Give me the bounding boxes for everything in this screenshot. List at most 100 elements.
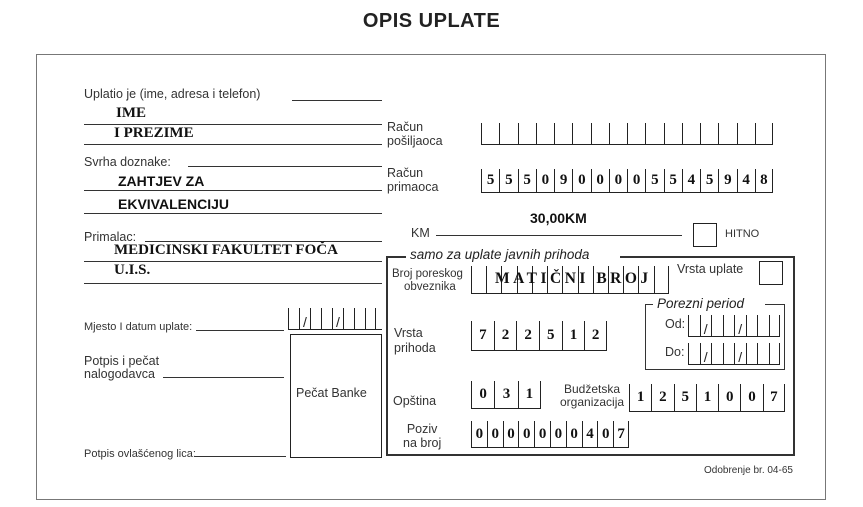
digit-cell[interactable]: 5: [645, 169, 663, 192]
digit-cell[interactable]: 5: [538, 321, 562, 350]
urgent-checkbox[interactable]: [693, 223, 717, 247]
empty-digit-cell[interactable]: [627, 123, 645, 144]
recipient-line1[interactable]: MEDICINSKI FAKULTET FOČA: [114, 242, 338, 258]
digit-cell[interactable]: 8: [754, 169, 773, 192]
empty-digit-cell[interactable]: [572, 123, 590, 144]
digit-cell[interactable]: 0: [502, 421, 519, 447]
empty-digit-cell[interactable]: [608, 123, 627, 144]
purpose-label-line: [188, 166, 382, 168]
empty-digit-cell[interactable]: [700, 123, 718, 144]
digit-cell[interactable]: 0: [534, 421, 550, 447]
empty-digit-cell[interactable]: [754, 123, 773, 144]
digit-cell[interactable]: 4: [581, 421, 598, 447]
empty-digit-cell[interactable]: [607, 266, 623, 293]
digit-cell[interactable]: 9: [718, 169, 736, 192]
sender-account-field[interactable]: [481, 123, 773, 145]
empty-digit-cell[interactable]: [517, 123, 536, 144]
digit-cell[interactable]: 5: [663, 169, 682, 192]
digit-cell[interactable]: 2: [651, 384, 673, 411]
digit-cell[interactable]: 0: [471, 421, 487, 447]
empty-digit-cell[interactable]: [577, 266, 593, 293]
payment-type-box[interactable]: [759, 261, 783, 285]
digit-cell[interactable]: 7: [762, 384, 785, 411]
payer-name-line2[interactable]: I PREZIME: [114, 125, 194, 141]
empty-digit-cell[interactable]: [471, 266, 486, 293]
empty-digit-cell[interactable]: [638, 266, 653, 293]
digit-cell[interactable]: 0: [572, 169, 590, 192]
empty-digit-cell[interactable]: [501, 266, 516, 293]
digit-cell[interactable]: 0: [740, 384, 762, 411]
digit-cell[interactable]: 7: [471, 321, 494, 350]
digit-cell[interactable]: 2: [516, 321, 539, 350]
empty-digit-cell[interactable]: [531, 266, 547, 293]
empty-digit-cell[interactable]: [653, 266, 669, 293]
digit-cell[interactable]: 0: [471, 381, 494, 408]
empty-digit-cell[interactable]: [554, 123, 572, 144]
payment-slip-frame: [36, 54, 826, 500]
digit-cell[interactable]: 5: [499, 169, 517, 192]
digit-cell[interactable]: 3: [494, 381, 517, 408]
payer-label: Uplatio je (ime, adresa i telefon): [84, 87, 261, 101]
tax-id-value: MATIČNI BROJ: [495, 270, 652, 287]
digit-cell[interactable]: 5: [673, 384, 696, 411]
authorized-signature-label: Potpis ovlašćenog lica:: [84, 448, 196, 460]
empty-digit-cell[interactable]: [663, 123, 682, 144]
empty-digit-cell[interactable]: [481, 123, 499, 144]
digit-cell[interactable]: 1: [695, 384, 718, 411]
digit-cell[interactable]: 0: [549, 421, 566, 447]
empty-digit-cell[interactable]: [486, 266, 501, 293]
empty-digit-cell[interactable]: [590, 123, 609, 144]
period-to-field[interactable]: / /: [688, 343, 780, 365]
digit-cell[interactable]: 2: [584, 321, 607, 350]
digit-cell[interactable]: 0: [718, 384, 740, 411]
digit-cell[interactable]: 0: [590, 169, 609, 192]
recipient-line2[interactable]: U.I.S.: [114, 262, 151, 278]
digit-cell[interactable]: 0: [627, 169, 645, 192]
digit-cell[interactable]: 4: [736, 169, 755, 192]
digit-cell[interactable]: 0: [608, 169, 627, 192]
digit-cell[interactable]: 1: [629, 384, 651, 411]
digit-cell[interactable]: 5: [517, 169, 536, 192]
purpose-line1[interactable]: ZAHTJEV ZA: [118, 173, 205, 189]
empty-digit-cell[interactable]: [681, 123, 700, 144]
empty-digit-cell[interactable]: [499, 123, 517, 144]
payment-date-field[interactable]: / /: [288, 308, 382, 330]
digit-cell[interactable]: 9: [554, 169, 572, 192]
digit-cell[interactable]: 5: [481, 169, 499, 192]
empty-digit-cell[interactable]: [736, 123, 755, 144]
place-date-label: Mjesto I datum uplate:: [84, 321, 193, 333]
digit-cell[interactable]: 2: [493, 321, 517, 350]
digit-cell[interactable]: 0: [535, 169, 554, 192]
empty-digit-cell[interactable]: [535, 123, 554, 144]
empty-digit-cell[interactable]: [547, 266, 562, 293]
period-from-field[interactable]: / /: [688, 315, 780, 337]
empty-digit-cell[interactable]: [592, 266, 608, 293]
empty-digit-cell[interactable]: [718, 123, 736, 144]
digit-cell[interactable]: 0: [486, 421, 503, 447]
digit-cell[interactable]: 0: [597, 421, 613, 447]
digit-cell[interactable]: 7: [613, 421, 629, 447]
digit-cell[interactable]: 5: [700, 169, 718, 192]
empty-digit-cell[interactable]: [645, 123, 663, 144]
digit-cell[interactable]: 0: [518, 421, 534, 447]
payment-type-label: Vrsta uplate: [677, 262, 744, 276]
payer-name-line1[interactable]: IME: [116, 105, 146, 121]
tax-period-top-left: [645, 304, 653, 306]
empty-digit-cell[interactable]: [623, 266, 638, 293]
empty-digit-cell[interactable]: [516, 266, 532, 293]
purpose-line2[interactable]: EKVIVALENCIJU: [118, 196, 229, 212]
period-from-label: Od:: [665, 317, 686, 331]
digit-cell[interactable]: 4: [681, 169, 700, 192]
section-top-right-line: [620, 256, 795, 258]
amount-value[interactable]: 30,00KM: [530, 210, 587, 226]
digit-cell[interactable]: 1: [561, 321, 585, 350]
tax-id-field[interactable]: MATIČNI BROJ: [471, 266, 669, 294]
digit-cell[interactable]: 1: [517, 381, 541, 408]
digit-cell[interactable]: 0: [565, 421, 582, 447]
empty-digit-cell[interactable]: [562, 266, 577, 293]
